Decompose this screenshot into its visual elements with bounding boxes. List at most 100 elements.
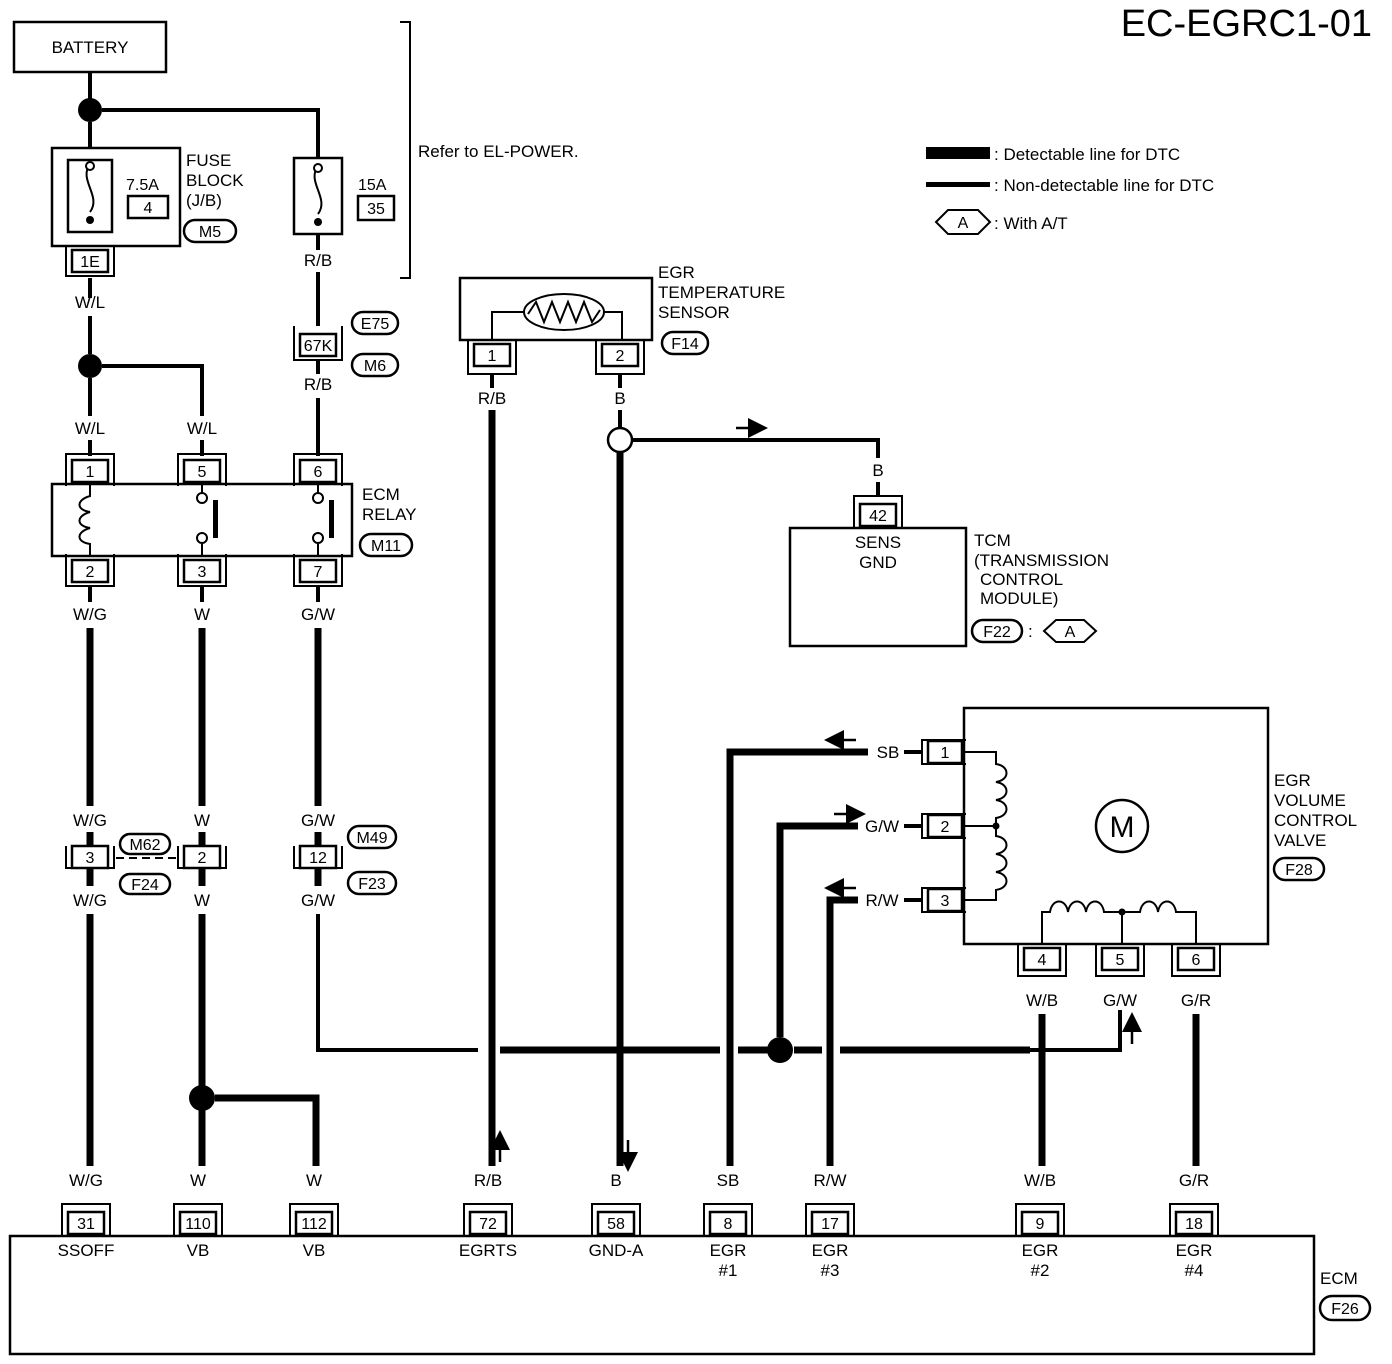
- ecm-pin-number: 112: [301, 1216, 327, 1233]
- connector-m6: M6: [364, 358, 386, 375]
- wire-label-wl-3: W/L: [187, 419, 217, 438]
- ecm-pin-number: 8: [724, 1216, 733, 1233]
- ecm-terminal-name: EGRTS: [459, 1241, 517, 1260]
- ecm-terminal-name: EGR: [812, 1241, 849, 1260]
- relay-pin-1: 1: [86, 464, 95, 481]
- wire-label-w-1: W: [194, 605, 210, 624]
- ecm-pin-number: 58: [607, 1216, 625, 1233]
- sensor-pin-2: 2: [616, 348, 625, 365]
- ecm-wire-label-wb: W/B: [1024, 1171, 1056, 1190]
- motor-icon: [1094, 798, 1150, 854]
- wire-to-fuse-35: [102, 108, 320, 160]
- wire-label-gw-5: G/W: [865, 817, 899, 836]
- connector-f26: F26: [1331, 1301, 1359, 1318]
- ecm-wire-label-b: B: [610, 1171, 621, 1190]
- joint-pin-3: 3: [86, 850, 95, 867]
- joint-connector-pins: [65, 844, 343, 870]
- relay-top-pins: [65, 453, 343, 486]
- wire-label-gw-2: G/W: [301, 811, 335, 830]
- battery-box: [12, 20, 168, 74]
- valve-coil-1-icon: [964, 751, 1008, 827]
- ecm-terminal-name-2: #3: [821, 1261, 840, 1280]
- wire-sb-to-valve-1: [726, 748, 868, 1166]
- ecm-terminal-name: EGR: [1022, 1241, 1059, 1260]
- connector-f23: F23: [358, 876, 386, 893]
- ecm-pin-number: 31: [77, 1216, 95, 1233]
- tcm-label-2: (TRANSMISSION: [974, 551, 1109, 570]
- ecm-pin-number: 17: [821, 1216, 839, 1233]
- sensor-pin-1: 1: [488, 348, 497, 365]
- ecm-terminal-name-2: #4: [1185, 1261, 1204, 1280]
- valve-coil-3-icon: [1041, 900, 1197, 944]
- fuse-block-label-3: (J/B): [186, 191, 222, 210]
- tcm-terminal-1: SENS: [855, 533, 901, 552]
- ecm-terminals: 31SSOFF110VB112VB72EGRTS58GND-A8EGR#117E…: [58, 1203, 1219, 1280]
- tcm-label-1: TCM: [974, 531, 1011, 550]
- fuse-4-number-box: [126, 194, 170, 220]
- battery-label: BATTERY: [52, 38, 129, 57]
- ecm-pin-number: 9: [1036, 1216, 1045, 1233]
- ecm-terminal-name: SSOFF: [58, 1241, 115, 1260]
- diagram-id: EC-EGRC1-01: [1121, 3, 1372, 45]
- egr-valve-label-1: EGR: [1274, 771, 1311, 790]
- ecm-pin-number: 18: [1185, 1216, 1203, 1233]
- valve-pin-1: 1: [941, 745, 950, 762]
- legend-non-detectable-text: : Non-detectable line for DTC: [994, 176, 1214, 195]
- relay-coil-icon: [78, 484, 91, 556]
- valve-pin-6: 6: [1192, 952, 1201, 969]
- ecm-pin-number: 72: [479, 1216, 497, 1233]
- valve-pin-5: 5: [1116, 952, 1125, 969]
- wire-label-rb-2: R/B: [304, 375, 332, 394]
- ecm-wire-label-rw: R/W: [813, 1171, 846, 1190]
- wire-label-wg-1: W/G: [73, 605, 107, 624]
- valve-coil-2-icon: [964, 826, 1008, 901]
- wire-label-b-2: B: [872, 461, 883, 480]
- wire-label-rb-1: R/B: [304, 251, 332, 270]
- legend-detectable-line: [926, 147, 990, 159]
- ecm-wire-label-w-2: W: [306, 1171, 322, 1190]
- shield-splice: [606, 426, 634, 454]
- refer-note: Refer to EL-POWER.: [418, 142, 579, 161]
- ecm-terminal-name: VB: [303, 1241, 326, 1260]
- relay-switch-6-icon: [329, 500, 334, 538]
- relay-pin-2: 2: [86, 564, 95, 581]
- legend-with-at-symbol: [934, 209, 992, 235]
- fuse-35-number-box: [356, 194, 396, 222]
- connector-f14: F14: [671, 336, 699, 353]
- legend-with-at-text: : With A/T: [994, 214, 1068, 233]
- power-bracket: [400, 21, 411, 279]
- wire-wl-to-relay-5: [102, 364, 204, 416]
- tcm-connector-suffix: :: [1028, 622, 1033, 641]
- legend-with-at-letter: A: [958, 215, 969, 232]
- fuse-block-label-1: FUSE: [186, 151, 231, 170]
- relay-pin-3: 3: [198, 564, 207, 581]
- relay-pin-6: 6: [314, 464, 323, 481]
- ecm-terminal-name: EGR: [710, 1241, 747, 1260]
- wire-label-w-2: W: [194, 811, 210, 830]
- wire-label-wg-2: W/G: [73, 811, 107, 830]
- connector-f28: F28: [1285, 862, 1313, 879]
- motor-label: M: [1110, 811, 1135, 844]
- wire-gw-to-valve-2: [776, 822, 858, 1037]
- wire-b-to-tcm: [632, 438, 880, 458]
- fuse-4-rating: 7.5A: [126, 177, 159, 194]
- tcm-with-at-letter: A: [1065, 624, 1076, 641]
- wire-label-wb-1: W/B: [1026, 991, 1058, 1010]
- relay-pin-5: 5: [198, 464, 207, 481]
- connector-m5: M5: [199, 224, 221, 241]
- egr-temp-label-1: EGR: [658, 263, 695, 282]
- splice-wl: [78, 354, 102, 378]
- connector-f22: F22: [983, 624, 1011, 641]
- connector-m62: M62: [129, 837, 160, 854]
- joint-pin-12: 12: [309, 850, 327, 867]
- ecm-wire-label-w-1: W: [190, 1171, 206, 1190]
- fuse-35-rating: 15A: [358, 177, 387, 194]
- connector-m11: M11: [371, 538, 401, 555]
- wire-label-w-3: W: [194, 891, 210, 910]
